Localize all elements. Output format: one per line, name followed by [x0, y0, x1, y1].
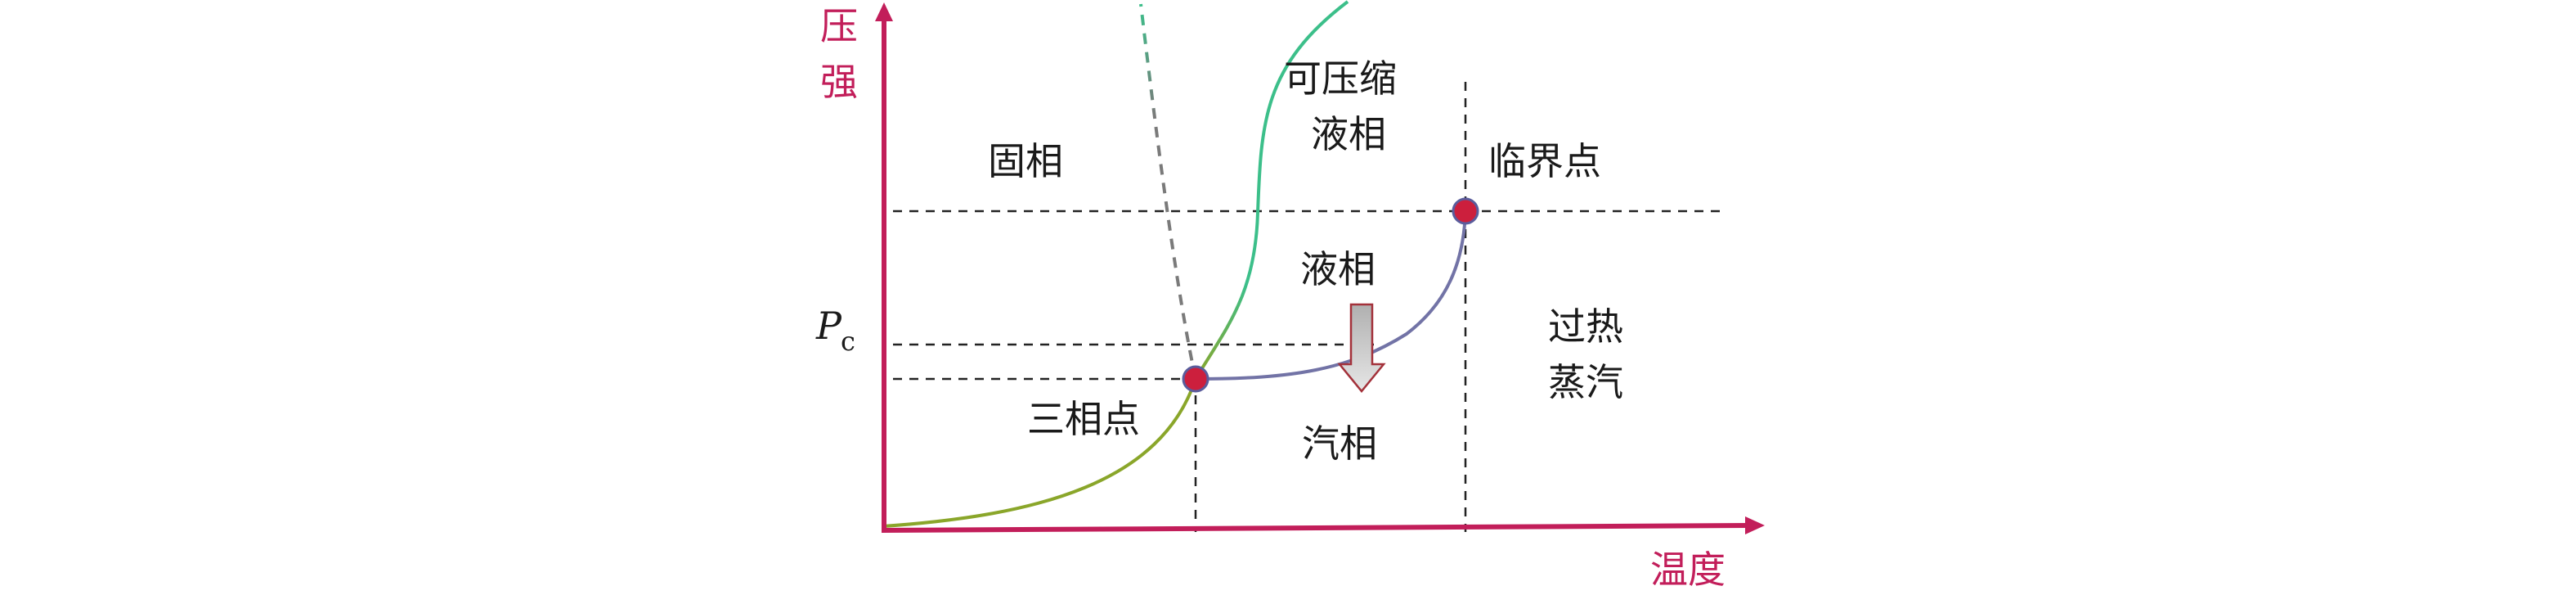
- triple-point-marker: [1182, 365, 1209, 393]
- superheated-vapor-label-line-1: 过热: [1548, 304, 1623, 349]
- y-axis-arrowhead: [875, 2, 893, 21]
- guide-lines: [893, 82, 1727, 532]
- vaporization-curve: [1195, 210, 1467, 381]
- melting-curve: [1194, 0, 1349, 381]
- pressure-drop-arrow: [1337, 303, 1386, 393]
- compressible-liquid-label-line-1: 可压缩: [1284, 56, 1397, 101]
- x-axis-label: 温度: [1650, 548, 1726, 592]
- melting-curve-anomalous: [1139, 3, 1197, 380]
- pc-label: P: [815, 304, 842, 348]
- axes: [875, 2, 1765, 534]
- triple-point-label: 三相点: [1027, 397, 1140, 441]
- liquid-region-label: 液相: [1300, 247, 1376, 291]
- x-axis-arrowhead: [1745, 516, 1765, 534]
- pc-subscript: c: [841, 326, 855, 357]
- sublimation-curve: [882, 378, 1197, 528]
- critical-point-marker: [1452, 197, 1479, 225]
- y-axis-label-char-1: 压: [820, 4, 858, 48]
- y-axis-label-char-2: 强: [820, 60, 858, 104]
- compressible-liquid-label-line-2: 液相: [1311, 112, 1386, 156]
- superheated-vapor-label-line-2: 蒸汽: [1548, 360, 1623, 404]
- x-axis-line: [881, 523, 1751, 533]
- critical-point-label: 临界点: [1488, 139, 1601, 183]
- solid-region-label: 固相: [988, 139, 1063, 183]
- vapor-region-label: 汽相: [1302, 421, 1377, 466]
